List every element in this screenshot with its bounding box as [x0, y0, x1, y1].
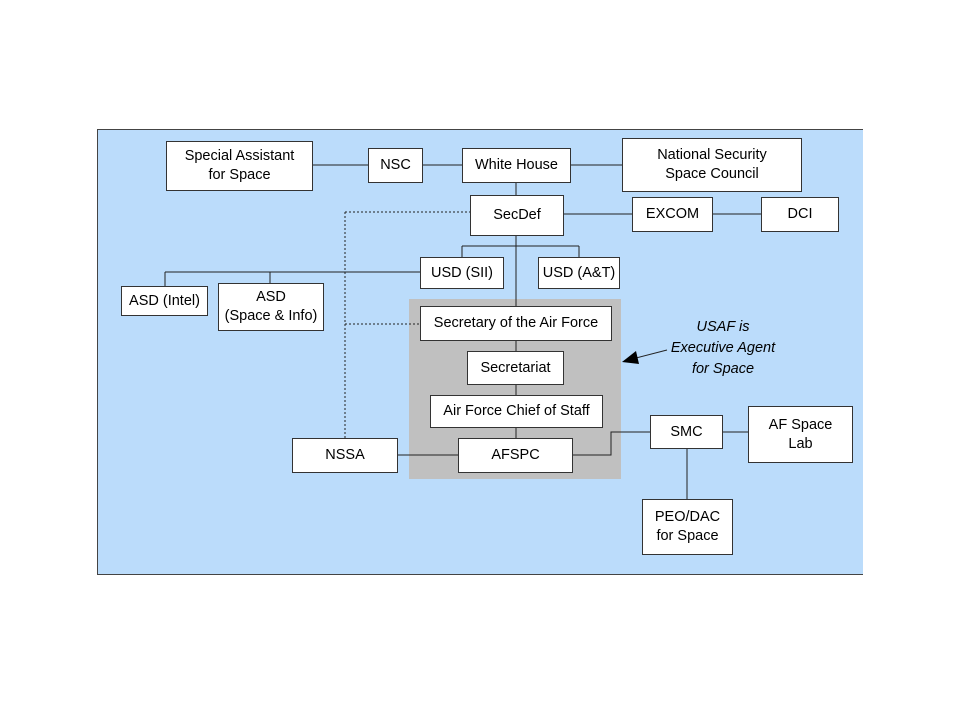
- box-national-security-space-council: National Security Space Council: [622, 138, 802, 192]
- box-secretariat: Secretariat: [467, 351, 564, 385]
- box-secdef: SecDef: [470, 195, 564, 236]
- box-afspc: AFSPC: [458, 438, 573, 473]
- box-white-house: White House: [462, 148, 571, 183]
- box-usd-at: USD (A&T): [538, 257, 620, 289]
- box-asd-space-info: ASD (Space & Info): [218, 283, 324, 331]
- usaf-executive-agent-annotation: USAF is Executive Agent for Space: [670, 319, 776, 377]
- box-nssa: NSSA: [292, 438, 398, 473]
- annotation-arrow: [631, 349, 668, 360]
- box-peo-dac: PEO/DAC for Space: [642, 499, 733, 555]
- box-asd-intel: ASD (Intel): [121, 286, 208, 316]
- connector-line: [573, 431, 650, 456]
- box-excom: EXCOM: [632, 197, 713, 232]
- box-secretary-air-force: Secretary of the Air Force: [420, 306, 612, 341]
- box-af-chief-of-staff: Air Force Chief of Staff: [430, 395, 603, 428]
- box-smc: SMC: [650, 415, 723, 449]
- box-af-space-lab: AF Space Lab: [748, 406, 853, 463]
- box-usd-sii: USD (SII): [420, 257, 504, 289]
- box-nsc: NSC: [368, 148, 423, 183]
- box-special-assistant: Special Assistant for Space: [166, 141, 313, 191]
- arrowhead-icon: [622, 351, 639, 364]
- box-dci: DCI: [761, 197, 839, 232]
